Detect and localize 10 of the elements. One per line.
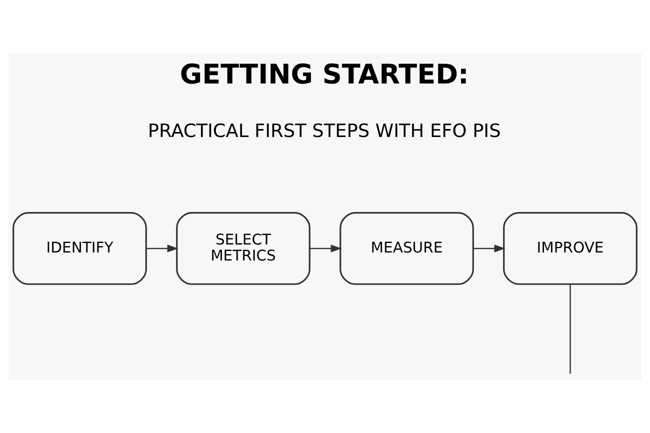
arrow <box>146 244 178 252</box>
node-box: MEASURE <box>340 212 474 285</box>
arrow <box>473 244 506 252</box>
connector <box>570 284 571 374</box>
diagram-title: GETTING STARTED: <box>180 59 469 90</box>
node-box: IDENTIFY <box>12 212 147 285</box>
node-box: IMPROVE <box>503 212 638 285</box>
arrow <box>310 244 342 252</box>
node-box: SELECT METRICS <box>176 212 310 285</box>
label: PRACTICAL FIRST STEPS WITH EFO PIS <box>148 121 501 142</box>
